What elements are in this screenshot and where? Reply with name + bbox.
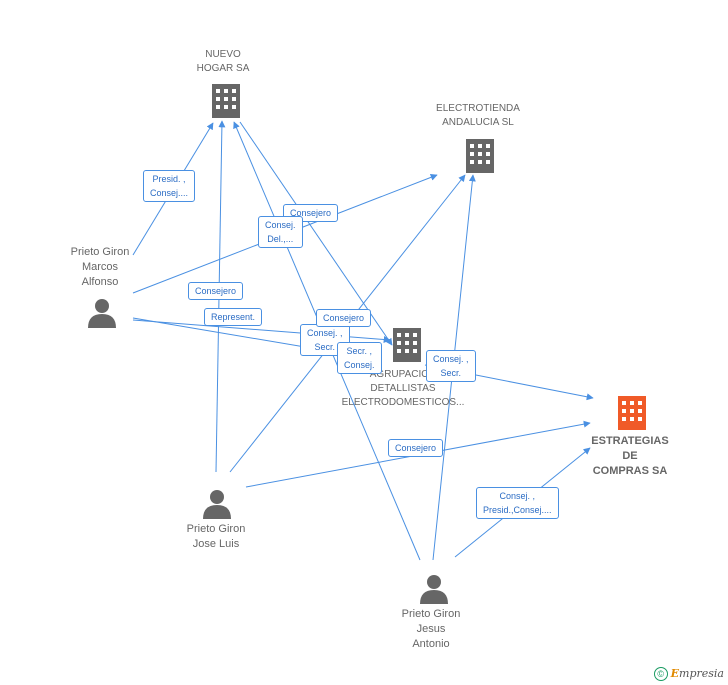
building-icon-nuevo-hogar: [212, 84, 240, 118]
node-label-agrupacion[interactable]: AGRUPACION DETALLISTAS ELECTRODOMESTICOS…: [341, 369, 465, 408]
node-label-jesus[interactable]: Prieto Giron Jesus Antonio: [401, 608, 461, 650]
brand-logo[interactable]: Empresia: [670, 667, 724, 680]
building-icon-agrupacion: [393, 328, 421, 362]
node-label-nuevo-hogar[interactable]: NUEVO HOGAR SA: [196, 49, 250, 74]
building-icon-electrotienda: [466, 139, 494, 173]
edge-nuevo-agrupacion: [239, 121, 393, 346]
node-label-jose[interactable]: Prieto Giron Jose Luis: [186, 523, 246, 550]
person-icon-jesus: [420, 575, 448, 604]
node-label-electrotienda[interactable]: ELECTROTIENDA ANDALUCIA SL: [436, 103, 520, 128]
edge-label-represent[interactable]: Represent.: [204, 308, 263, 326]
edge-label-presid-consej[interactable]: Presid. , Consej....: [143, 170, 196, 202]
person-icon-marcos: [88, 299, 116, 328]
person-icon-jose: [203, 490, 231, 519]
edge-label-consej-secr2[interactable]: Consej. , Secr.: [426, 350, 476, 382]
building-icon-estrategias: [618, 396, 646, 430]
edge-label-consejero-jose[interactable]: Consejero: [388, 439, 444, 457]
node-label-estrategias[interactable]: ESTRATEGIAS DE COMPRAS SA: [591, 435, 669, 477]
edge-label-consej-del[interactable]: Consej. Del.,...: [258, 216, 303, 248]
copyright-icon: ©: [653, 667, 668, 681]
edge-label-consej-presid[interactable]: Consej. , Presid.,Consej....: [476, 487, 559, 519]
node-label-marcos[interactable]: Prieto Giron Marcos Alfonso: [70, 246, 130, 288]
edge-label-secr-consej[interactable]: Secr. , Consej.: [337, 342, 382, 374]
edge-label-consejero-mid[interactable]: Consejero: [316, 309, 372, 327]
copyright-notice: ©Empresia: [653, 667, 724, 681]
edge-label-consejero-marcos[interactable]: Consejero: [188, 282, 244, 300]
